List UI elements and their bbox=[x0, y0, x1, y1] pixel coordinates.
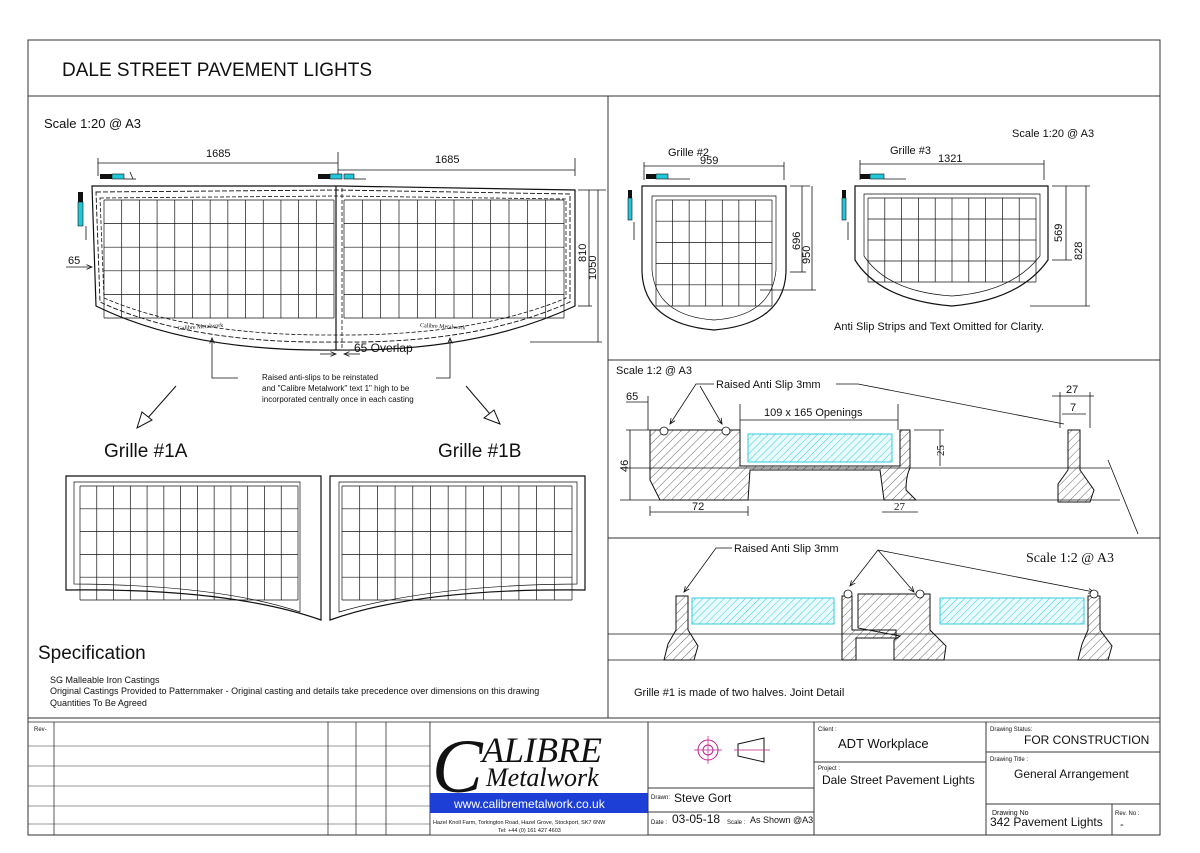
overlap-label: 65 Overlap bbox=[354, 341, 413, 355]
scale-value: As Shown @A3 bbox=[750, 815, 813, 825]
dim-65-side: 65 bbox=[68, 255, 80, 267]
dim-27-bottom: 27 bbox=[894, 501, 906, 513]
dim-65-section: 65 bbox=[626, 391, 638, 403]
logo-website: www.calibremetalwork.co.uk bbox=[453, 797, 606, 811]
drawing-no-value: 342 Pavement Lights bbox=[990, 815, 1103, 829]
joint-note: Grille #1 is made of two halves. Joint D… bbox=[634, 687, 844, 699]
page-title: DALE STREET PAVEMENT LIGHTS bbox=[62, 60, 372, 81]
spec-line-2: Original Castings Provided to Patternmak… bbox=[50, 686, 539, 696]
project-label: Project : bbox=[818, 766, 840, 772]
revision-table bbox=[27, 721, 431, 836]
grille-2-label: Grille #2 bbox=[668, 147, 709, 159]
client-label: Client : bbox=[818, 727, 837, 733]
projection-symbol-cell bbox=[647, 721, 815, 789]
date-value: 03-05-18 bbox=[672, 812, 720, 826]
joint-anti-slip-label: Raised Anti Slip 3mm bbox=[734, 543, 839, 555]
drawing-no-label: Drawing No bbox=[992, 810, 1029, 817]
dim-1050: 1050 bbox=[587, 256, 599, 280]
grille-3-width: 1321 bbox=[938, 153, 962, 165]
arrow-to-1b bbox=[465, 385, 501, 425]
dim-810: 810 bbox=[577, 244, 589, 262]
anti-slip-symbol-side bbox=[77, 192, 87, 240]
grille-1-plan: Calibre Metalwork Calibre Metalwork bbox=[91, 185, 576, 351]
sheet-border bbox=[27, 39, 1161, 836]
status-value: FOR CONSTRUCTION bbox=[1024, 733, 1149, 747]
client-value: ADT Workplace bbox=[838, 736, 929, 751]
grille-3 bbox=[854, 185, 1049, 307]
grille-1a-label: Grille #1A bbox=[104, 441, 188, 462]
top-right-scale: Scale 1:20 @ A3 bbox=[1012, 128, 1094, 140]
anti-slip-symbol-g2 bbox=[627, 173, 690, 240]
company-logo: C ALIBRE Metalwork www.calibremetalwork.… bbox=[429, 721, 649, 836]
dim-1685-right: 1685 bbox=[435, 154, 459, 166]
anti-slip-omitted-note: Anti Slip Strips and Text Omitted for Cl… bbox=[834, 321, 1044, 333]
date-label: Date : bbox=[651, 820, 667, 826]
logo-metalwork: Metalwork bbox=[485, 763, 599, 792]
projection-cone-icon bbox=[737, 737, 765, 763]
grille-1a bbox=[65, 475, 322, 621]
spec-line-1: SG Malleable Iron Castings bbox=[50, 675, 160, 685]
logo-address: Hazel Knoll Farm, Torkington Road, Hazel… bbox=[433, 820, 606, 826]
dim-27-top: 27 bbox=[1066, 384, 1078, 396]
anti-slip-note-2: and "Calibre Metalwork" text 1" high to … bbox=[262, 384, 410, 393]
dim-25: 25 bbox=[935, 445, 947, 457]
anti-slip-note-3: incorporated centrally once in each cast… bbox=[262, 395, 414, 404]
project-value: Dale Street Pavement Lights bbox=[822, 773, 975, 787]
openings-label: 109 x 165 Openings bbox=[764, 407, 863, 419]
scale-label: Scale : bbox=[727, 820, 746, 826]
logo-calibre-rest: ALIBRE bbox=[480, 730, 602, 770]
left-scale-label: Scale 1:20 @ A3 bbox=[44, 116, 141, 131]
dim-72: 72 bbox=[692, 501, 704, 513]
grille-2 bbox=[641, 185, 787, 331]
dim-46: 46 bbox=[619, 460, 631, 472]
rev-no-label: Rev. No : bbox=[1115, 811, 1140, 817]
section-profile bbox=[620, 426, 1139, 535]
rev-label: Rev- bbox=[34, 727, 47, 733]
section-scale: Scale 1:2 @ A3 bbox=[616, 365, 692, 377]
rev-no-value: - bbox=[1120, 819, 1124, 831]
dim-1685-left: 1685 bbox=[206, 148, 230, 160]
dim-7: 7 bbox=[1070, 402, 1076, 414]
logo-phone: Tel: +44 (0) 161 427 4603 bbox=[498, 828, 561, 834]
spec-line-3: Quantities To Be Agreed bbox=[50, 698, 147, 708]
grille-2-width: 959 bbox=[700, 155, 718, 167]
anti-slip-symbol-mid bbox=[318, 173, 366, 180]
grille-3-outer-h: 828 bbox=[1073, 242, 1085, 260]
arrow-to-1a bbox=[136, 385, 177, 430]
joint-profile bbox=[608, 589, 1160, 661]
anti-slip-symbol-g3 bbox=[841, 173, 906, 240]
spec-heading: Specification bbox=[38, 643, 146, 664]
grille-2-inner-h: 696 bbox=[791, 232, 803, 250]
drawn-label: Drawn: bbox=[651, 795, 670, 801]
grille-3-inner-h: 569 bbox=[1053, 224, 1065, 242]
section-anti-slip-label: Raised Anti Slip 3mm bbox=[716, 379, 821, 391]
joint-scale: Scale 1:2 @ A3 bbox=[1026, 551, 1114, 566]
grille-3-label: Grille #3 bbox=[890, 145, 931, 157]
grille-1b bbox=[329, 475, 586, 621]
grille-1b-label: Grille #1B bbox=[438, 441, 521, 462]
status-label: Drawing Status: bbox=[990, 727, 1033, 733]
anti-slip-note-1: Raised anti-slips to be reinstated bbox=[262, 373, 378, 382]
casting-text-right: Calibre Metalwork bbox=[420, 323, 466, 331]
drawing-title-label: Drawing Title : bbox=[990, 757, 1028, 763]
casting-text-left: Calibre Metalwork bbox=[178, 323, 224, 332]
drawing-title-value: General Arrangement bbox=[1014, 767, 1129, 781]
drawn-value: Steve Gort bbox=[674, 791, 732, 805]
anti-slip-symbol-left bbox=[100, 171, 136, 180]
grille-2-outer-h: 950 bbox=[801, 246, 813, 264]
